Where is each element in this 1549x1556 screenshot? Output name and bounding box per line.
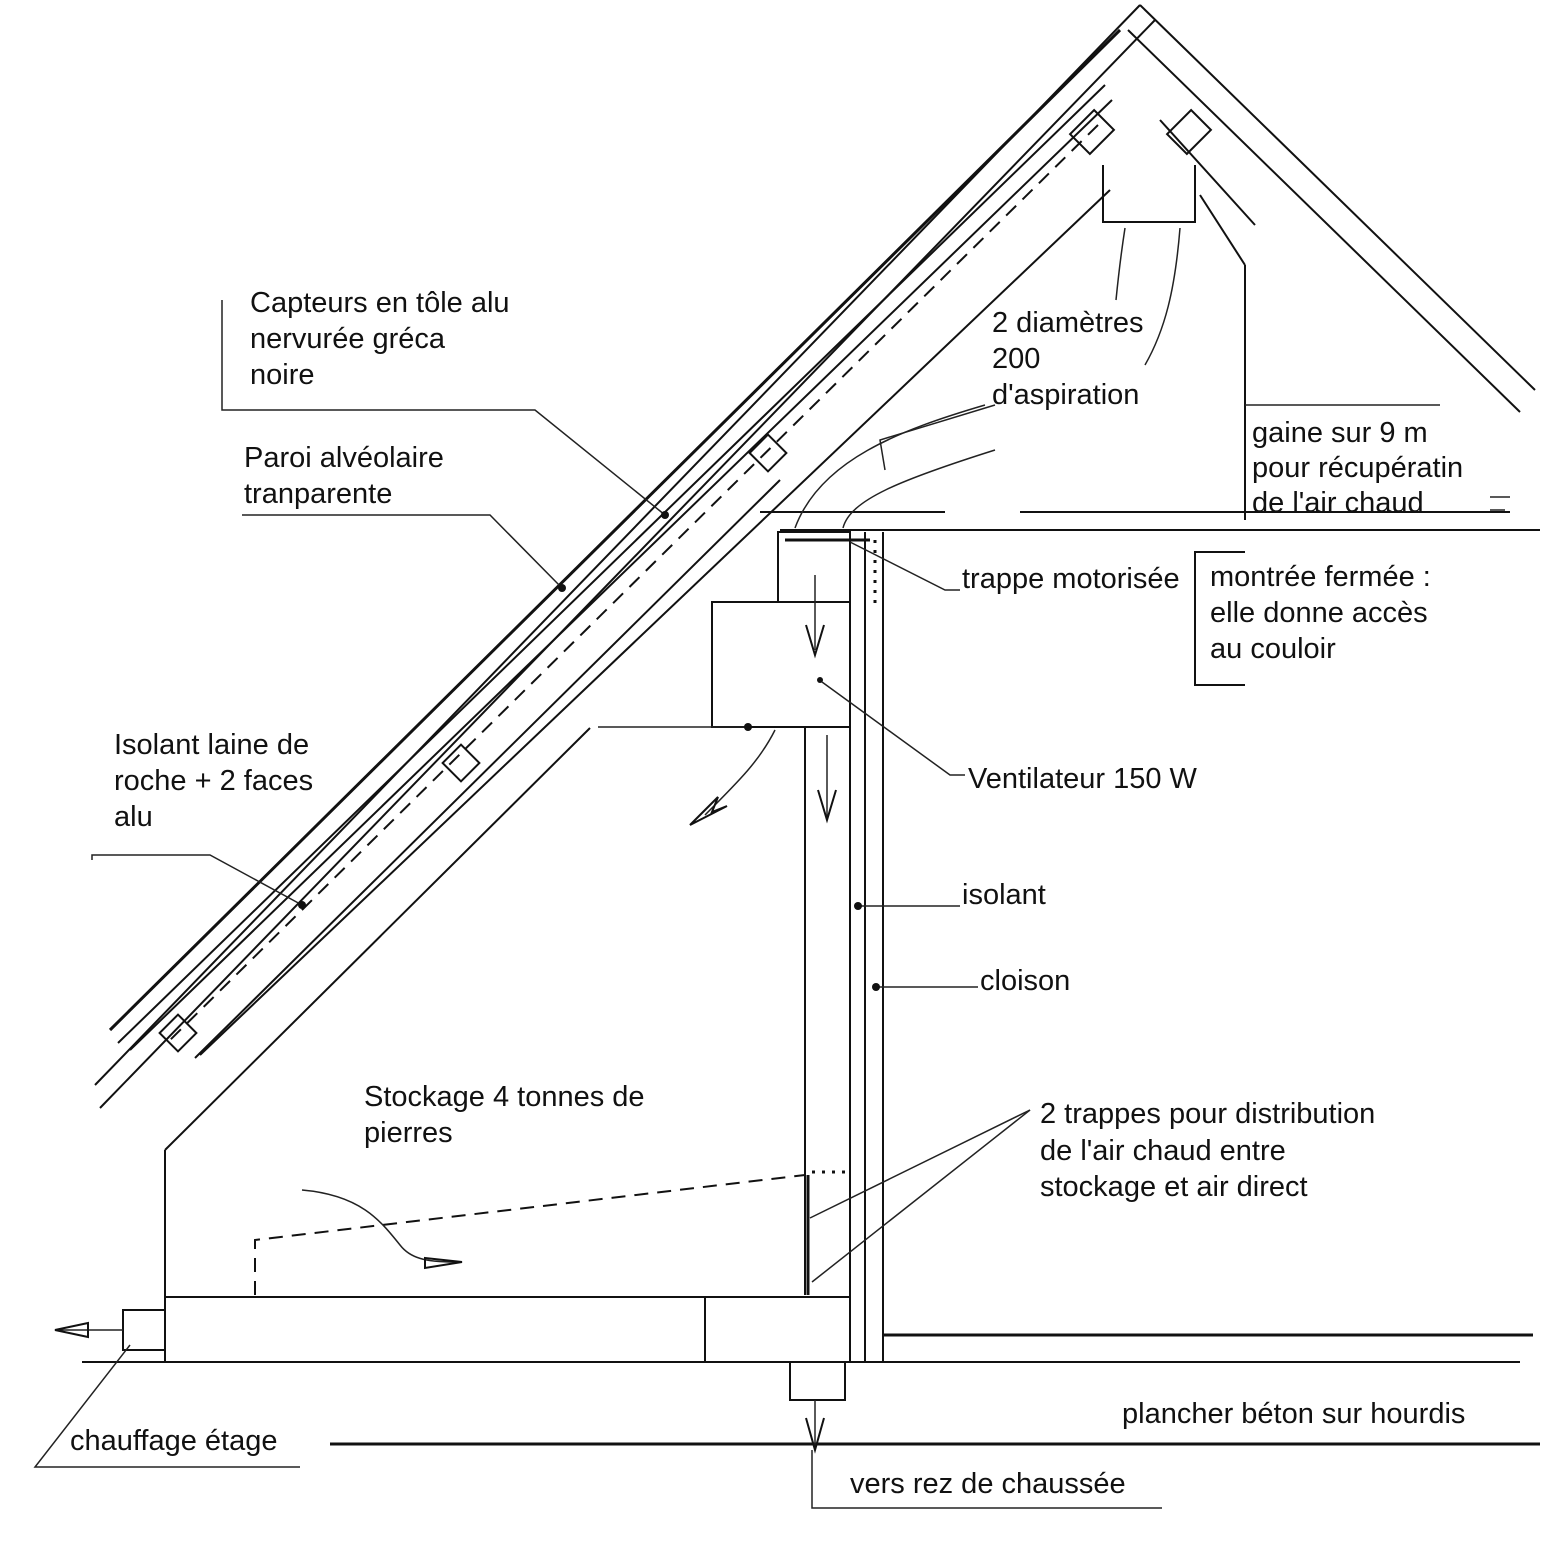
label-gaine-2: pour récupératin [1252,452,1463,484]
label-diametres-3: d'aspiration [992,379,1139,411]
label-isolant-laine-1: Isolant laine de [114,729,309,761]
attic-duct [760,265,1540,531]
label-montree-1: montrée fermée : [1210,561,1431,593]
label-stockage-1: Stockage 4 tonnes de [364,1081,645,1113]
label-gaine-1: gaine sur 9 m [1252,417,1428,449]
label-ventilateur: Ventilateur 150 W [968,763,1198,795]
label-isolant-laine-2: roche + 2 faces [114,765,313,797]
label-trappes-2: de l'air chaud entre [1040,1135,1286,1167]
roof-collector-assembly [94,4,1536,1151]
label-capteurs-2: nervurée gréca [250,323,446,355]
label-trappes-3: stockage et air direct [1040,1171,1308,1203]
label-diametres-1: 2 diamètres [992,307,1144,339]
label-paroi-2: tranparente [244,478,392,510]
labels: Capteurs en tôle alu nervurée gréca noir… [70,287,1465,1500]
label-montree-2: elle donne accès [1210,597,1428,629]
label-montree-3: au couloir [1210,633,1336,665]
label-cloison: cloison [980,965,1070,997]
label-isolant: isolant [962,879,1046,911]
label-capteurs-3: noire [250,359,315,391]
label-paroi-1: Paroi alvéolaire [244,442,444,474]
leader-lines [33,300,1245,1509]
label-isolant-laine-3: alu [114,801,153,833]
vertical-duct [54,531,1540,1454]
label-diametres-2: 200 [992,343,1040,375]
label-trappe-motorisee: trappe motorisée [962,563,1180,595]
label-gaine-3: de l'air chaud [1252,487,1424,519]
label-chauffage: chauffage étage [70,1425,278,1457]
label-capteurs-1: Capteurs en tôle alu [250,287,510,319]
label-vers-rez: vers rez de chaussée [850,1468,1126,1500]
label-trappes-1: 2 trappes pour distribution [1040,1098,1375,1130]
label-stockage-2: pierres [364,1117,453,1149]
label-plancher: plancher béton sur hourdis [1122,1398,1465,1430]
